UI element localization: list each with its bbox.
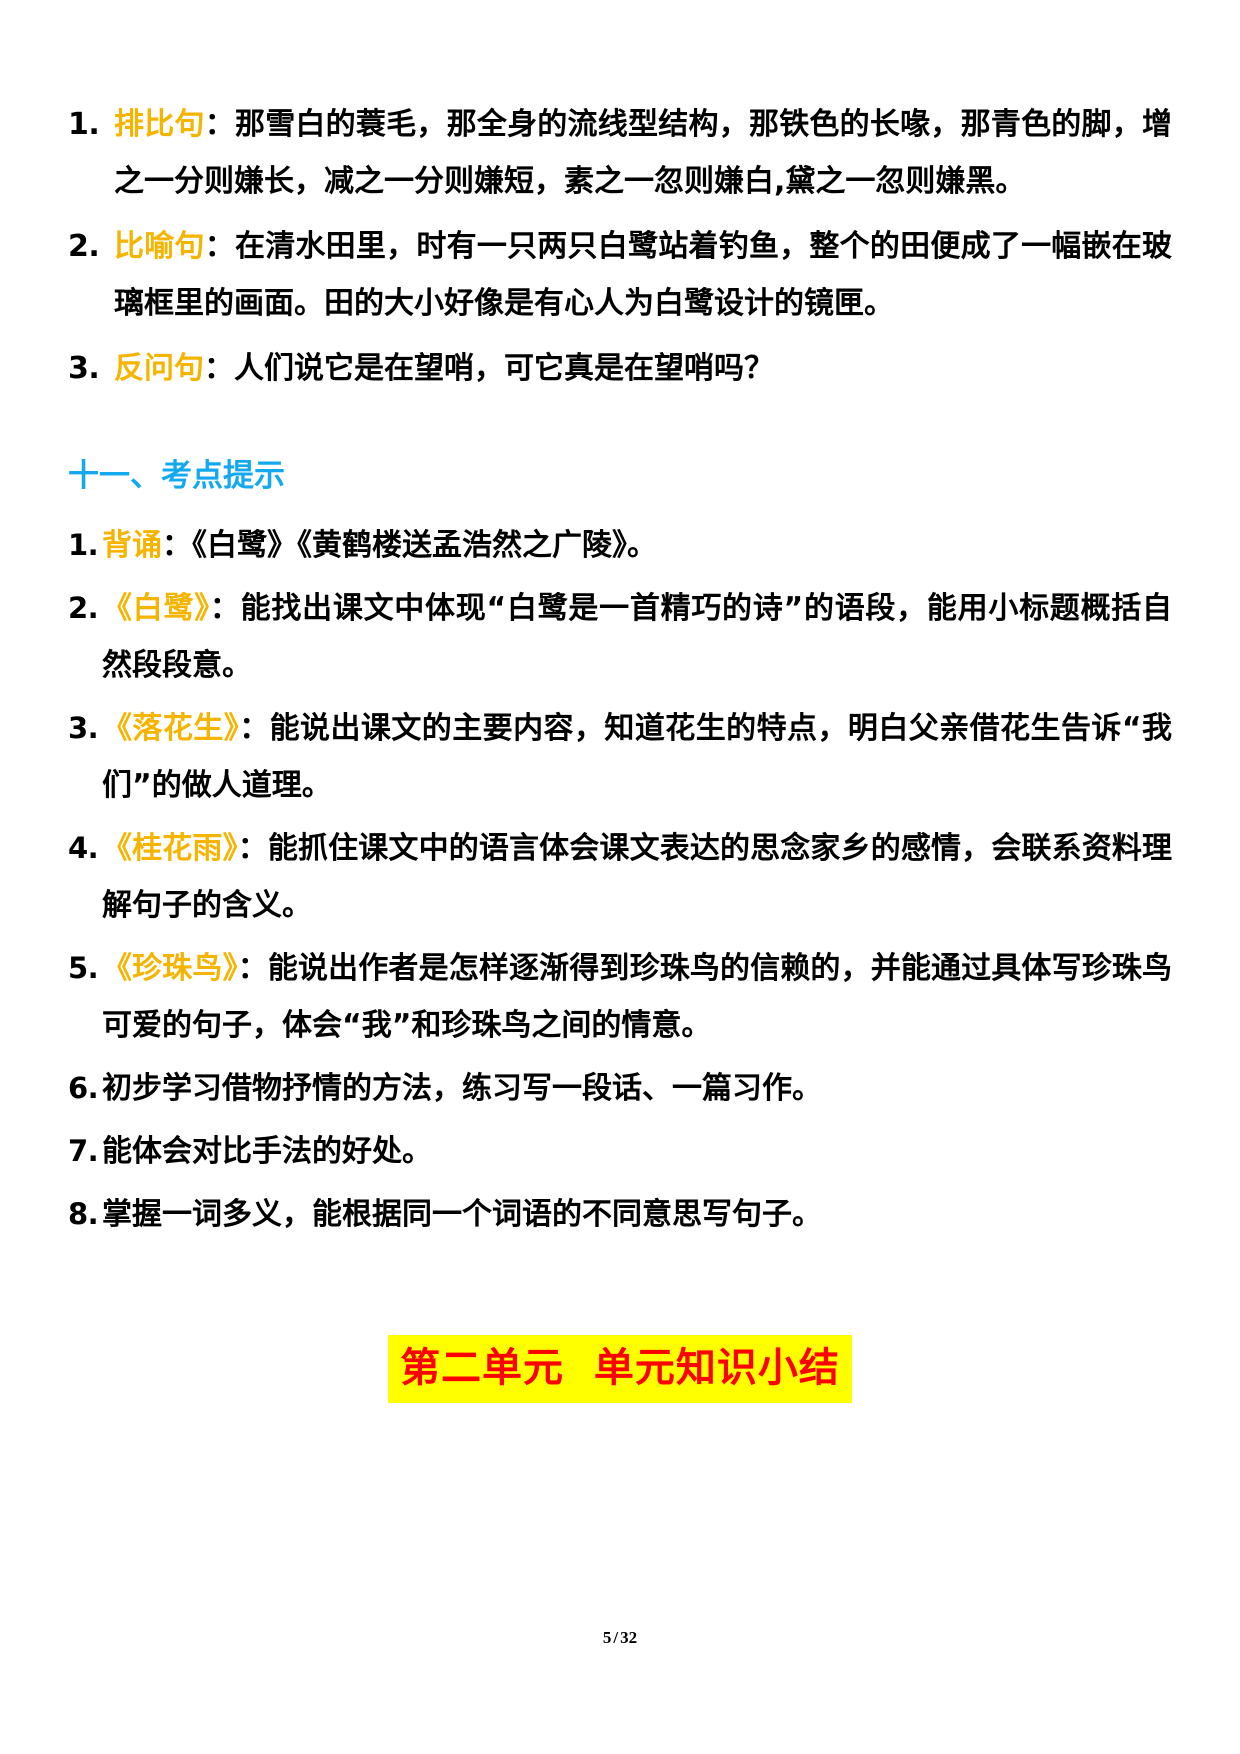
- list-item-text: ：能找出课文中体现“白鹭是一首精巧的诗”的语段，能用小标题概括自然段段意。: [102, 591, 1172, 683]
- list-item-number: 2.: [68, 229, 100, 264]
- list-item: 1. 背诵：《白鹭》《黄鹤楼送孟浩然之广陵》。: [68, 517, 1172, 574]
- unit-banner-container: 第二单元 单元知识小结: [68, 1335, 1172, 1403]
- list-item-tag: 反问句: [114, 351, 204, 386]
- sentence-type-list: 1. 排比句：那雪白的蓑毛，那全身的流线型结构，那铁色的长喙，那青色的脚，增之一…: [68, 96, 1172, 397]
- list-item-body: 初步学习借物抒情的方法，练习写一段话、一篇习作。: [102, 1060, 1172, 1117]
- list-item-text: ：《白鹭》《黄鹤楼送孟浩然之广陵》。: [162, 528, 657, 563]
- list-item-tag: 《白鹭》: [102, 591, 210, 626]
- list-item-tag: 排比句: [114, 107, 205, 142]
- list-item-number: 3.: [68, 711, 99, 745]
- list-item-text: ：能说出课文的主要内容，知道花生的特点，明白父亲借花生告诉“我们”的做人道理。: [102, 711, 1173, 803]
- list-item-text: 掌握一词多义，能根据同一个词语的不同意思写句子。: [102, 1197, 822, 1232]
- list-item: 3. 《落花生》：能说出课文的主要内容，知道花生的特点，明白父亲借花生告诉“我们…: [68, 700, 1172, 814]
- list-item-body: 排比句：那雪白的蓑毛，那全身的流线型结构，那铁色的长喙，那青色的脚，增之一分则嫌…: [114, 96, 1172, 210]
- list-item-tag: 《落花生》: [102, 711, 240, 746]
- list-item-number: 4.: [68, 831, 99, 865]
- list-item-number: 2.: [68, 591, 99, 625]
- unit-banner-title: 第二单元 单元知识小结: [388, 1335, 852, 1403]
- list-item: 3. 反问句：人们说它是在望哨，可它真是在望哨吗？: [68, 340, 1172, 397]
- list-item-number: 6.: [68, 1071, 99, 1105]
- page-number-separator: /: [613, 1628, 619, 1647]
- list-item-tag: 《珍珠鸟》: [102, 951, 238, 986]
- list-item: 7. 能体会对比手法的好处。: [68, 1123, 1172, 1180]
- list-item-text: ：在清水田里，时有一只两只白鹭站着钓鱼，整个的田便成了一幅嵌在玻璃框里的画面。田…: [114, 229, 1173, 321]
- section-heading-kaodian: 十一、考点提示: [68, 458, 285, 494]
- list-item-number: 5.: [68, 951, 99, 985]
- list-item-tag: 《桂花雨》: [102, 831, 238, 866]
- list-item: 5. 《珍珠鸟》：能说出作者是怎样逐渐得到珍珠鸟的信赖的，并能通过具体写珍珠鸟可…: [68, 940, 1172, 1054]
- list-item-text: ：能抓住课文中的语言体会课文表达的思念家乡的感情，会联系资料理解句子的含义。: [102, 831, 1173, 923]
- list-item-text: 能体会对比手法的好处。: [102, 1134, 432, 1169]
- list-item: 4. 《桂花雨》：能抓住课文中的语言体会课文表达的思念家乡的感情，会联系资料理解…: [68, 820, 1172, 934]
- page-content: 1. 排比句：那雪白的蓑毛，那全身的流线型结构，那铁色的长喙，那青色的脚，增之一…: [68, 96, 1172, 1403]
- list-item: 8. 掌握一词多义，能根据同一个词语的不同意思写句子。: [68, 1186, 1172, 1243]
- list-item-body: 《白鹭》：能找出课文中体现“白鹭是一首精巧的诗”的语段，能用小标题概括自然段段意…: [102, 580, 1172, 694]
- kaodian-list: 1. 背诵：《白鹭》《黄鹤楼送孟浩然之广陵》。 2. 《白鹭》：能找出课文中体现…: [68, 517, 1172, 1243]
- list-item-body: 《落花生》：能说出课文的主要内容，知道花生的特点，明白父亲借花生告诉“我们”的做…: [102, 700, 1172, 814]
- list-item: 2. 《白鹭》：能找出课文中体现“白鹭是一首精巧的诗”的语段，能用小标题概括自然…: [68, 580, 1172, 694]
- list-item-tag: 比喻句: [114, 229, 205, 264]
- list-item: 1. 排比句：那雪白的蓑毛，那全身的流线型结构，那铁色的长喙，那青色的脚，增之一…: [68, 96, 1172, 210]
- page-number-total: 32: [620, 1628, 638, 1647]
- page-number-current: 5: [602, 1628, 612, 1647]
- list-item-text: ：人们说它是在望哨，可它真是在望哨吗？: [204, 351, 774, 386]
- list-item-number: 7.: [68, 1134, 99, 1168]
- list-item-body: 掌握一词多义，能根据同一个词语的不同意思写句子。: [102, 1186, 1172, 1243]
- list-item-text: 初步学习借物抒情的方法，练习写一段话、一篇习作。: [102, 1071, 822, 1106]
- list-item-body: 背诵：《白鹭》《黄鹤楼送孟浩然之广陵》。: [102, 517, 1172, 574]
- list-item-text: ：能说出作者是怎样逐渐得到珍珠鸟的信赖的，并能通过具体写珍珠鸟可爱的句子，体会“…: [102, 951, 1173, 1043]
- list-item-body: 《桂花雨》：能抓住课文中的语言体会课文表达的思念家乡的感情，会联系资料理解句子的…: [102, 820, 1172, 934]
- list-item-number: 1.: [68, 528, 99, 562]
- list-item-body: 比喻句：在清水田里，时有一只两只白鹭站着钓鱼，整个的田便成了一幅嵌在玻璃框里的画…: [114, 218, 1172, 332]
- list-item-text: ：那雪白的蓑毛，那全身的流线型结构，那铁色的长喙，那青色的脚，增之一分则嫌长，减…: [114, 107, 1173, 199]
- list-item: 2. 比喻句：在清水田里，时有一只两只白鹭站着钓鱼，整个的田便成了一幅嵌在玻璃框…: [68, 218, 1172, 332]
- list-item-number: 8.: [68, 1197, 99, 1231]
- list-item-number: 1.: [68, 107, 100, 142]
- list-item-body: 《珍珠鸟》：能说出作者是怎样逐渐得到珍珠鸟的信赖的，并能通过具体写珍珠鸟可爱的句…: [102, 940, 1172, 1054]
- list-item-tag: 背诵: [102, 528, 162, 563]
- page-footer: 5/32: [0, 1628, 1240, 1648]
- list-item-number: 3.: [68, 351, 100, 386]
- list-item-body: 能体会对比手法的好处。: [102, 1123, 1172, 1180]
- list-item: 6. 初步学习借物抒情的方法，练习写一段话、一篇习作。: [68, 1060, 1172, 1117]
- list-item-body: 反问句：人们说它是在望哨，可它真是在望哨吗？: [114, 340, 1172, 397]
